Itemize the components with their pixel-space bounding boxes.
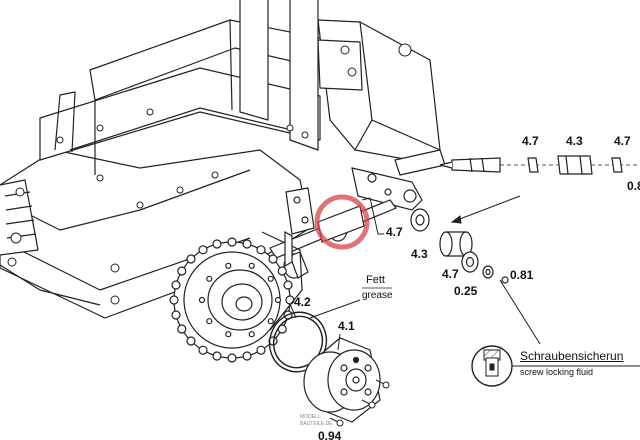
hub-screws (329, 379, 390, 427)
sprocket-bolt (248, 262, 255, 269)
sprocket-tooth (227, 237, 237, 247)
sprocket-bolt (225, 331, 232, 338)
label-0-94: 0.94 (318, 429, 342, 440)
sprocket-tooth (186, 254, 196, 264)
sprocket-tooth (171, 310, 181, 320)
watermark-line1: MODELL (300, 414, 321, 420)
label-4-3-top: 4.3 (566, 134, 583, 148)
label-4-7-low: 4.7 (442, 267, 459, 281)
sprocket-bolt (206, 318, 213, 325)
chassis-frame (0, 0, 446, 319)
grease-note-en: grease (362, 290, 393, 301)
sprocket-tooth (227, 353, 237, 363)
sprocket-tooth (285, 295, 295, 305)
label-0-8-cut: 0.8 (627, 179, 640, 193)
sprocket-bolt (267, 318, 274, 325)
sprocket-bolt (198, 296, 206, 304)
label-4-7-top-right: 4.7 (614, 134, 631, 148)
sprocket-tooth (242, 239, 252, 249)
sprocket-bolt (248, 331, 255, 338)
sprocket-bolt (274, 296, 282, 304)
bushing-set (410, 208, 509, 284)
grease-note-de: Fett (366, 274, 385, 286)
sprocket-bolt (225, 262, 232, 269)
sprocket-tooth (169, 295, 179, 305)
sprocket-bolt (206, 275, 213, 282)
sprocket-tooth (256, 345, 266, 355)
sprocket-tooth (283, 280, 293, 290)
label-4-7-mid: 4.7 (386, 225, 403, 239)
label-0-25: 0.25 (454, 284, 478, 298)
label-4-7-top: 4.7 (522, 134, 539, 148)
sprocket-tooth (177, 324, 187, 334)
sprocket-tooth (186, 336, 196, 346)
locking-note-en: screw locking fluid (520, 367, 594, 377)
sprocket-tooth (242, 351, 252, 361)
top-right-parts (439, 155, 640, 175)
locking-note-de: Schraubensicherun (520, 349, 624, 363)
sprocket-tooth (268, 254, 278, 264)
sprocket-tooth (177, 266, 187, 276)
label-4-2: 4.2 (294, 295, 311, 309)
hub-cap (303, 337, 381, 423)
locking-fluid-icon (471, 345, 640, 387)
sprocket-tooth (198, 245, 208, 255)
sprocket-tooth (212, 239, 222, 249)
axle-bracket (285, 167, 423, 235)
sprocket-tooth (171, 280, 181, 290)
label-4-3-mid: 4.3 (411, 247, 428, 261)
sprocket-wheel (169, 230, 303, 363)
sprocket-tooth (256, 245, 266, 255)
leader-lines (289, 195, 541, 351)
frame-holes (7, 43, 412, 305)
sprocket-tooth (277, 266, 287, 276)
label-4-1: 4.1 (338, 319, 355, 333)
sprocket-bolt (267, 275, 274, 282)
watermark-line2: BAUTEILE.DE (300, 421, 333, 427)
label-0-81: 0.81 (510, 268, 534, 282)
sprocket-tooth (198, 345, 208, 355)
highlight-circle (314, 194, 370, 250)
sprocket-tooth (212, 351, 222, 361)
